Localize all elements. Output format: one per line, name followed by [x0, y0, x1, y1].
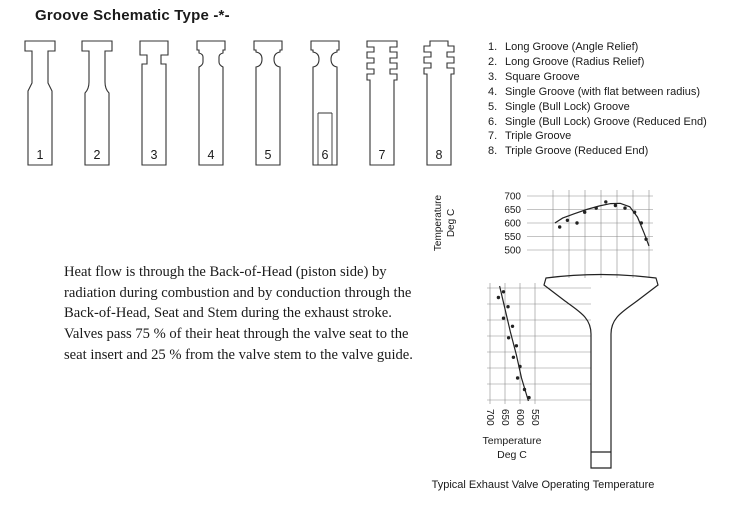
valve-schematic-6: 6: [310, 40, 340, 166]
groove-item-label: Long Groove (Angle Relief): [505, 41, 639, 53]
valve-schematic-5: 5: [253, 40, 283, 166]
valve-number: 7: [379, 148, 386, 162]
valve-temperature-diagram: Temperature Deg C 700 650 600 550 500: [432, 190, 659, 491]
valve-schematics-row: 1 2 3 4 5 6 7 8: [18, 38, 461, 168]
valve-schematic-8: 8: [423, 40, 455, 166]
svg-text:700: 700: [504, 192, 521, 203]
svg-text:Deg C: Deg C: [497, 449, 527, 461]
groove-item-label: Triple Groove (Reduced End): [505, 145, 649, 158]
groove-item-label: Single Groove (with flat between radius): [505, 85, 701, 98]
groove-item-label: Long Groove (Radius Relief): [505, 55, 645, 68]
valve-number: 8: [436, 148, 443, 162]
svg-text:550: 550: [504, 232, 521, 243]
valve-number: 2: [94, 148, 101, 162]
valve-schematic-7: 7: [366, 40, 398, 166]
svg-text:700: 700: [484, 409, 495, 426]
groove-list-item: 8. Triple Groove (Reduced End): [488, 144, 740, 159]
valve-schematic-2: 2: [81, 40, 113, 166]
svg-text:600: 600: [514, 409, 525, 426]
head-chart-grid: [527, 190, 653, 278]
svg-text:Temperature: Temperature: [433, 194, 444, 251]
temperature-axis-label-bottom: Temperature Deg C: [483, 435, 542, 461]
head-temperature-chart: [554, 200, 650, 247]
head-chart-tick-labels: 700 650 600 550 500: [504, 192, 521, 257]
groove-list-item: 4. Single Groove (with flat between radiu…: [488, 85, 740, 100]
groove-list-item: 1. Long Groove (Angle Relief): [488, 40, 740, 55]
groove-item-number: 7.: [488, 130, 498, 143]
groove-item-label: Single (Bull Lock) Groove (Reduced End): [505, 115, 707, 128]
exhaust-valve-profile: [543, 273, 659, 469]
valve-number: 1: [37, 148, 44, 162]
svg-text:550: 550: [529, 409, 540, 426]
stem-chart-tick-labels: 700 650 600 550: [484, 409, 540, 426]
valve-schematic-4: 4: [196, 40, 226, 166]
groove-item-number: 5.: [488, 100, 498, 113]
valve-number: 5: [265, 148, 272, 162]
groove-item-number: 3.: [488, 70, 498, 83]
groove-item-label: Triple Groove: [505, 130, 572, 143]
stem-chart-grid: [487, 283, 591, 404]
groove-item-number: 8.: [488, 145, 498, 158]
svg-text:Deg C: Deg C: [446, 209, 457, 237]
groove-item-label: Square Groove: [505, 70, 580, 83]
groove-item-number: 4.: [488, 85, 498, 98]
valve-schematic-1: 1: [24, 40, 56, 166]
svg-text:500: 500: [504, 246, 521, 257]
stem-temperature-chart: [496, 285, 531, 402]
groove-list-item: 6. Single (Bull Lock) Groove (Reduced End…: [488, 115, 740, 130]
valve-number: 3: [151, 148, 158, 162]
svg-text:Temperature: Temperature: [483, 435, 542, 447]
heat-flow-paragraph: Heat flow is through the Back-of-Head (p…: [64, 264, 413, 363]
temperature-axis-label-vertical: Temperature Deg C: [433, 194, 457, 251]
page-title: Groove Schematic Type -*-: [35, 7, 230, 24]
svg-text:600: 600: [504, 219, 521, 230]
groove-item-number: 2.: [488, 55, 498, 68]
diagram-caption: Typical Exhaust Valve Operating Temperat…: [432, 479, 655, 491]
valve-number: 6: [322, 148, 329, 162]
groove-item-number: 6.: [488, 115, 498, 128]
groove-list-item: 2. Long Groove (Radius Relief): [488, 55, 740, 70]
valve-number: 4: [208, 148, 215, 162]
groove-legend: 1. Long Groove (Angle Relief) 2. Long Groo…: [488, 40, 740, 159]
groove-list-item: 7. Triple Groove: [488, 129, 740, 144]
groove-list-item: 5. Single (Bull Lock) Groove: [488, 100, 740, 115]
groove-item-label: Single (Bull Lock) Groove: [505, 100, 630, 113]
valve-schematic-3: 3: [139, 40, 169, 166]
svg-text:650: 650: [499, 409, 510, 426]
svg-text:650: 650: [504, 205, 521, 216]
groove-list-item: 3. Square Groove: [488, 70, 740, 85]
groove-item-number: 1.: [488, 41, 498, 53]
